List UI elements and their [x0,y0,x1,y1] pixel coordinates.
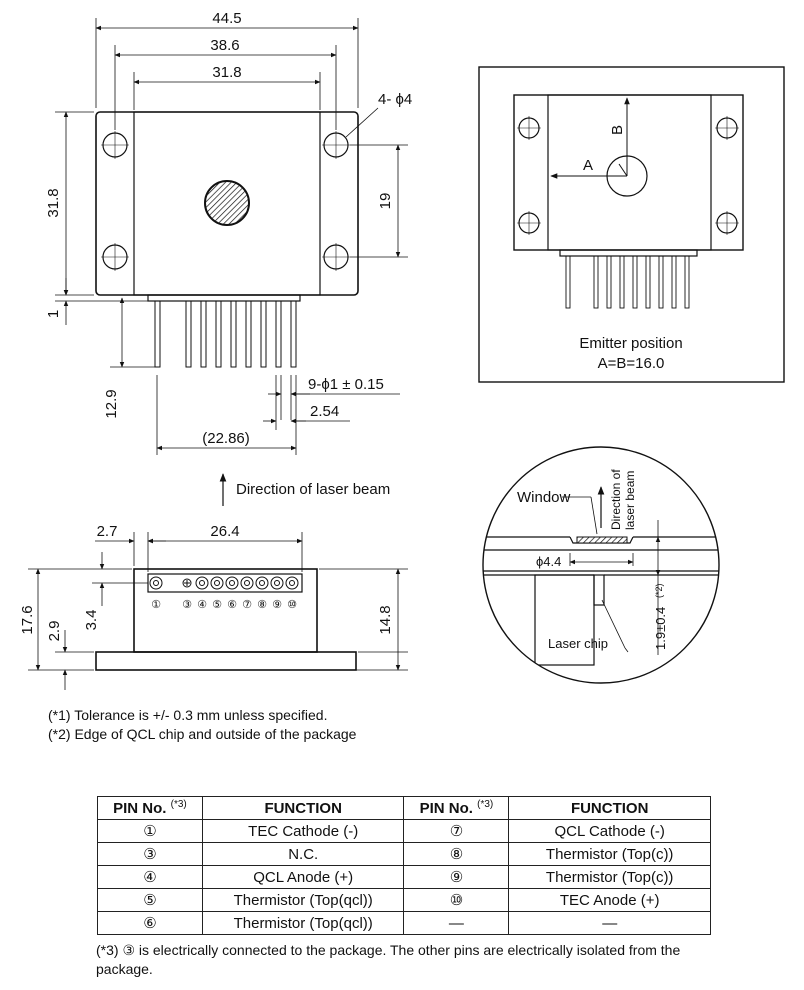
pin-label: ⑥ [227,599,237,611]
side-pin-labels: ① ③ ④ ⑤ ⑥ ⑦ ⑧ ⑨ ⑩ [151,599,297,611]
top-dimensions [55,18,408,455]
pin-cell: ⑧ [403,842,510,866]
function-cell: Thermistor (Top(c)) [508,865,711,889]
dim-total-height: 17.6 [19,605,36,634]
top-view [55,18,408,455]
dim-holes-label: 4- ϕ4 [378,91,412,108]
emitter-position-box [478,66,785,383]
detail-chip-label: Laser chip [548,636,608,651]
function-cell: N.C. [201,842,405,866]
pin-cell: ③ [97,842,203,866]
table-row: ④ QCL Anode (+) ⑨ Thermistor (Top(c)) [97,865,711,889]
emitter-caption-line2: A=B=16.0 [598,355,665,372]
detail-offset-dim: 1.9±0.4 [653,607,668,650]
emitter-label-b: B [609,125,626,135]
package-drawing: 44.5 38.6 31.8 31.8 19 4- ϕ4 1 12.9 9-ϕ1… [19,10,785,690]
pin-label: ⑧ [257,599,267,611]
pin-cell: — [403,911,510,935]
pin-label: ⑤ [212,599,222,611]
function-cell: TEC Cathode (-) [201,819,405,843]
detail-labels: Window Direction of laser beam ϕ4.4 1.9±… [517,469,668,651]
pin-label: ⑩ [287,599,297,611]
detail-view [482,446,720,684]
pin-cell: ⑩ [403,888,510,912]
detail-direction-line1: Direction of [609,469,623,530]
dim-width-holes: 38.6 [210,37,239,54]
pin-cell: ① [97,819,203,843]
side-view-base [95,651,357,671]
laser-chip [593,574,605,606]
table-row: ⑤ Thermistor (Top(qcl)) ⑩ TEC Anode (+) [97,888,711,912]
side-dimension-labels: 2.7 26.4 17.6 2.9 3.4 14.8 [19,523,394,641]
side-view [28,532,408,690]
table-row: ① TEC Cathode (-) ⑦ QCL Cathode (-) [97,819,711,843]
emitter-box-pins [565,255,690,309]
dim-height: 31.8 [45,188,62,217]
dim-left: 2.7 [97,523,118,540]
function-cell: QCL Anode (+) [201,865,405,889]
pin-label: ③ [182,599,192,611]
beam-direction-label: Direction of laser beam [236,481,390,498]
table-row: ③ N.C. ⑧ Thermistor (Top(c)) [97,842,711,866]
dim-base: 2.9 [46,621,63,642]
dim-pin-dia: 9-ϕ1 ± 0.15 [308,376,384,393]
dim-pin-pitch: 2.54 [310,403,339,420]
detail-direction-line2: laser beam [623,471,637,530]
pin-label: ④ [197,599,207,611]
pin-label: ① [151,599,161,611]
side-dimensions [28,532,408,690]
function-cell: QCL Cathode (-) [508,819,711,843]
header-function-left: FUNCTION [201,796,405,820]
detail-window-label: Window [517,489,571,506]
pin-cell: ⑥ [97,911,203,935]
function-cell: Thermistor (Top(qcl)) [201,911,405,935]
function-cell: Thermistor (Top(c)) [508,842,711,866]
pin-cell: ④ [97,865,203,889]
header-pin-right: PIN No. (*3) [403,796,510,820]
pin-function-table: PIN No. (*3) FUNCTION PIN No. (*3) FUNCT… [97,796,711,935]
function-cell: — [508,911,711,935]
emitter-labels: B A Emitter position A=B=16.0 [579,125,682,372]
dim-one: 1 [45,310,62,318]
pin-connector-row [147,573,303,593]
emitter-caption-line1: Emitter position [579,335,682,352]
pin-label: ⑨ [272,599,282,611]
function-cell: TEC Anode (+) [508,888,711,912]
window-circle [204,180,250,226]
pin-cell: ⑤ [97,888,203,912]
footnote-3: (*3) ③ is electrically connected to the … [96,942,681,977]
dim-body-height: 14.8 [377,605,394,634]
header-pin-left: PIN No. (*3) [97,796,203,820]
pin-header [147,294,301,302]
dim-hole-pitch: 19 [377,193,394,210]
top-view-pins [154,300,297,368]
window-plate [576,536,628,544]
pin-cell: ⑦ [403,819,510,843]
mounting-holes [101,131,350,271]
note-edge: (*2) Edge of QCL chip and outside of the… [48,726,357,742]
table-row: ⑥ Thermistor (Top(qcl)) — — [97,911,711,935]
top-dimension-labels: 44.5 38.6 31.8 31.8 19 4- ϕ4 1 12.9 9-ϕ1… [45,10,412,447]
pin-sockets [149,576,299,590]
dim-width-body: 31.8 [212,64,241,81]
dim-pin-span: (22.86) [202,430,250,447]
emitter-label-a: A [583,157,593,174]
pin-label: ⑦ [242,599,252,611]
dim-width-total: 44.5 [212,10,241,27]
dim-pins-width: 26.4 [210,523,239,540]
beam-direction: Direction of laser beam [219,473,390,506]
dim-pin-row: 3.4 [83,610,100,631]
header-function-right: FUNCTION [508,796,711,820]
function-cell: Thermistor (Top(qcl)) [201,888,405,912]
note-tolerance: (*1) Tolerance is +/- 0.3 mm unless spec… [48,707,328,723]
table-header-row: PIN No. (*3) FUNCTION PIN No. (*3) FUNCT… [97,796,711,820]
detail-offset-note: (*2) [654,583,664,598]
dim-pin-length: 12.9 [103,389,120,418]
pin-cell: ⑨ [403,865,510,889]
detail-window-dim: ϕ4.4 [536,554,561,569]
